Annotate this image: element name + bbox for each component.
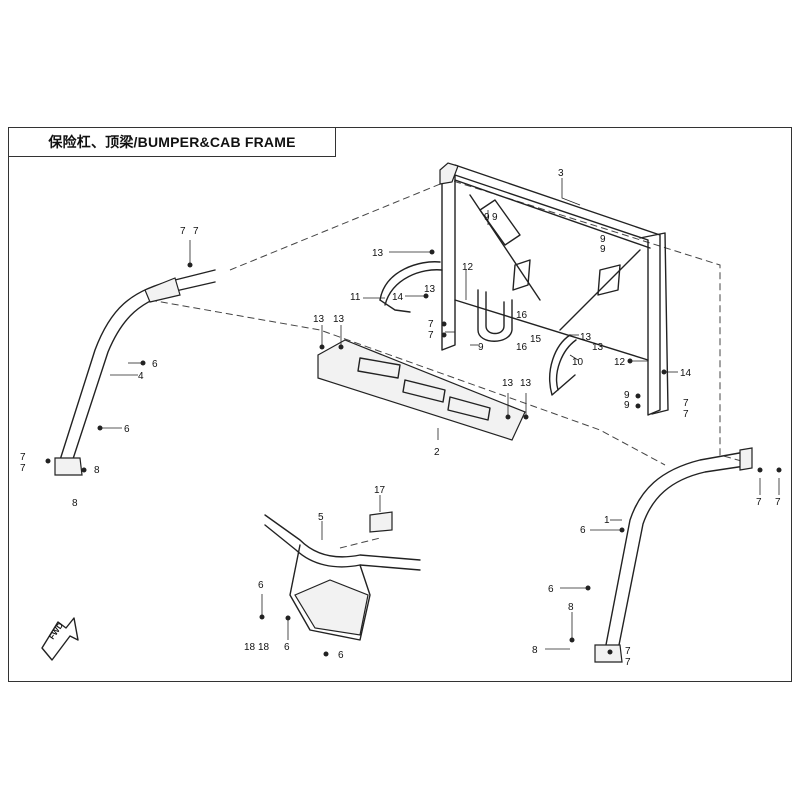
callout-16: 16 [516, 310, 528, 321]
callout-15: 15 [530, 334, 542, 345]
callout-7: 7 [20, 463, 26, 474]
callout-7: 7 [428, 330, 434, 341]
callout-6: 6 [124, 424, 130, 435]
callout-13: 13 [372, 248, 384, 259]
fwd-label: FWD [47, 621, 65, 641]
cross-panel-part-2 [317, 339, 526, 441]
page-title: 保险杠、顶梁/BUMPER&CAB FRAME [48, 134, 296, 150]
callout-8: 8 [568, 602, 574, 613]
callout-1: 1 [604, 515, 610, 526]
callout-9: 9 [600, 244, 606, 255]
fwd-arrow-icon: FWD [41, 617, 79, 661]
leader-lines [100, 178, 780, 650]
callout-5: 5 [318, 512, 324, 523]
callout-13: 13 [520, 378, 532, 389]
fastener-markers [45, 249, 782, 657]
callout-7: 7 [625, 657, 631, 668]
callout-14: 14 [680, 368, 692, 379]
callout-6: 6 [580, 525, 586, 536]
callout-6: 6 [338, 650, 344, 661]
rear-cab-frame-part-3 [439, 162, 669, 416]
callout-10: 10 [572, 357, 584, 368]
callout-16: 16 [516, 342, 528, 353]
callout-8: 8 [72, 498, 78, 509]
callout-11: 11 [350, 292, 361, 303]
grab-handle-part-11 [379, 261, 443, 313]
callout-6: 6 [152, 359, 158, 370]
callout-7: 7 [193, 226, 199, 237]
callout-13: 13 [580, 332, 592, 343]
callout-12: 12 [614, 357, 626, 368]
callout-6: 6 [284, 642, 290, 653]
callout-13: 13 [592, 342, 604, 353]
callout-9: 9 [484, 212, 490, 223]
callout-labels: 3 9 9 9 9 13 12 11 14 13 7 7 9 16 15 16 … [20, 168, 781, 668]
callout-7: 7 [683, 409, 689, 420]
callout-7: 7 [428, 319, 434, 330]
assembly-guide-lines [149, 179, 746, 549]
title-box: 保险杠、顶梁/BUMPER&CAB FRAME [8, 127, 336, 157]
callout-8: 8 [532, 645, 538, 656]
left-pillar-part-4 [54, 269, 216, 476]
callout-3: 3 [558, 168, 564, 179]
callout-17: 17 [374, 485, 386, 496]
callout-9: 9 [478, 342, 484, 353]
callout-13: 13 [502, 378, 514, 389]
callout-9: 9 [492, 212, 498, 223]
callout-18: 18 [244, 642, 256, 653]
callout-12: 12 [462, 262, 474, 273]
callout-4: 4 [138, 371, 144, 382]
callout-7: 7 [625, 646, 631, 657]
callout-7: 7 [20, 452, 26, 463]
callout-18: 18 [258, 642, 270, 653]
front-bumper-part-5 [264, 511, 421, 641]
diagram-frame [8, 127, 792, 682]
callout-13: 13 [333, 314, 345, 325]
callout-7: 7 [775, 497, 781, 508]
callout-6: 6 [548, 584, 554, 595]
callout-9: 9 [624, 400, 630, 411]
right-pillar-part-1 [594, 447, 753, 663]
grab-handle-part-10 [549, 334, 577, 396]
callout-7: 7 [180, 226, 186, 237]
handle-part-12 [477, 289, 513, 342]
callout-14: 14 [392, 292, 404, 303]
callout-2: 2 [434, 447, 440, 458]
callout-13: 13 [424, 284, 436, 295]
callout-6: 6 [258, 580, 264, 591]
callout-8: 8 [94, 465, 100, 476]
callout-13: 13 [313, 314, 325, 325]
callout-9: 9 [624, 390, 630, 401]
callout-7: 7 [683, 398, 689, 409]
callout-9: 9 [600, 234, 606, 245]
callout-7: 7 [756, 497, 762, 508]
